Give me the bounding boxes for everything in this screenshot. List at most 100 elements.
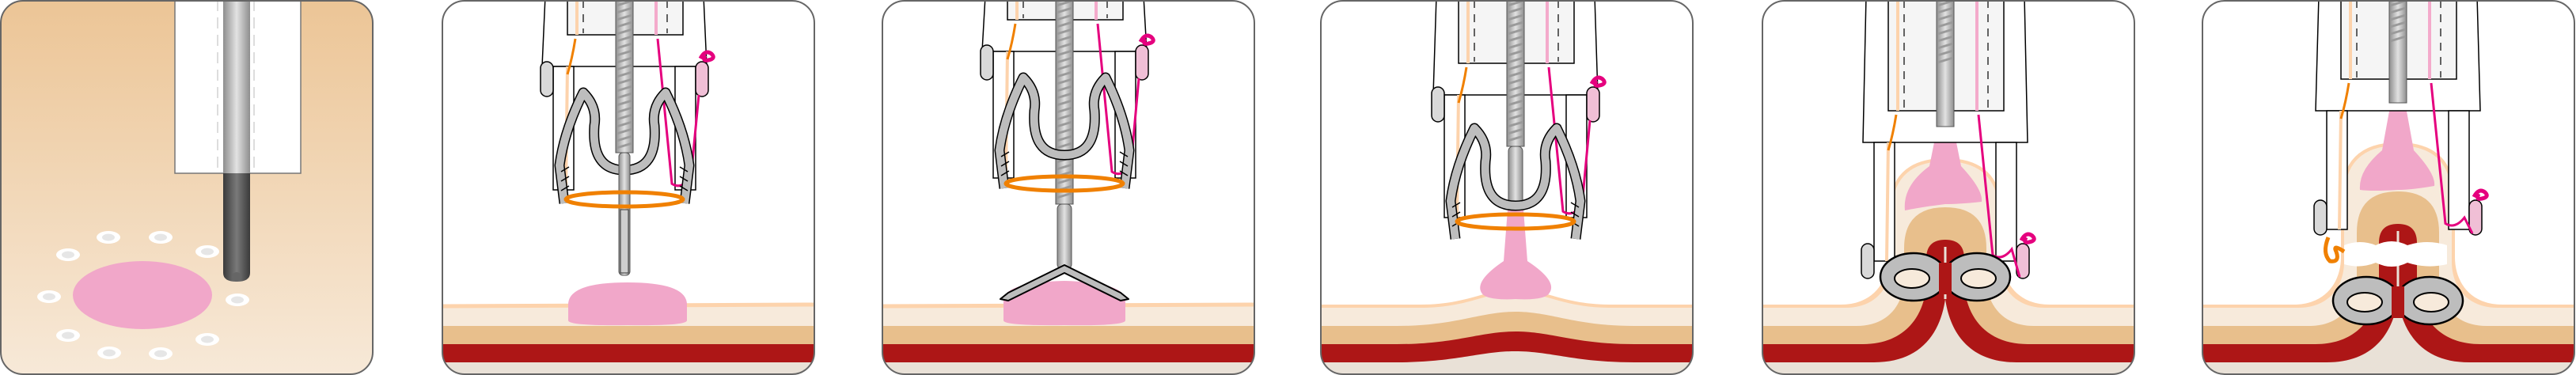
- thread-stripe: [616, 113, 633, 121]
- thread-stripe: [616, 42, 633, 50]
- thread-stripe: [1056, 85, 1073, 93]
- clip-arms: [1447, 124, 1584, 240]
- thread-stripe: [1507, 56, 1524, 64]
- clip-tooth: [1570, 202, 1580, 208]
- closed-clip-hole: [1960, 268, 1997, 289]
- thread-stripe: [2389, 13, 2407, 21]
- knob-right: [2468, 199, 2483, 236]
- marking-dot-center: [154, 233, 167, 241]
- marking-dot-center: [231, 296, 244, 304]
- clip-tooth: [1000, 151, 1010, 157]
- thread-stripe: [1056, 142, 1073, 150]
- clip-tooth: [1451, 211, 1461, 218]
- thread-stripe: [616, 28, 633, 36]
- clip-tooth: [1000, 161, 1010, 167]
- clip-tooth: [1451, 202, 1461, 208]
- thread-stripe: [1507, 85, 1524, 93]
- thread-stripe: [1507, 99, 1524, 107]
- thread-stripe: [1056, 21, 1073, 28]
- thread-stripe: [2389, 28, 2407, 36]
- thread-stripe: [1507, 106, 1524, 114]
- thread-stripe: [1507, 78, 1524, 85]
- thread-stripe: [1056, 63, 1073, 71]
- thread-stripe: [1507, 42, 1524, 50]
- thread-stripe: [1507, 35, 1524, 43]
- snare-wire: [2339, 82, 2350, 119]
- snare-wire: [1457, 66, 1468, 104]
- thread-stripe: [2389, 21, 2407, 28]
- thread-stripe: [616, 92, 633, 100]
- thread-stripe: [1056, 92, 1073, 100]
- snare-wire: [566, 38, 577, 75]
- needle-tip: [232, 272, 241, 282]
- knob-right: [1586, 86, 1600, 123]
- lesion: [568, 282, 687, 326]
- clipped-tissue: [2392, 286, 2404, 318]
- knob-left: [1861, 243, 1875, 279]
- snare-guide: [2338, 110, 2343, 230]
- grasper-rod: [1508, 146, 1523, 210]
- clip-tooth: [679, 176, 689, 182]
- lesion-top-view: [73, 261, 212, 329]
- snare-wire: [1887, 114, 1898, 151]
- thread-stripe: [1937, 28, 1954, 36]
- submucosa-layer: [442, 326, 814, 344]
- marking-dot-center: [43, 293, 55, 301]
- thread-stripe: [1937, 49, 1954, 57]
- marking-needle: [223, 173, 250, 282]
- closed-clip-hole: [2346, 292, 2383, 312]
- marking-dot-center: [201, 335, 214, 343]
- thread-stripe: [1056, 127, 1073, 135]
- thread-stripe: [616, 49, 633, 57]
- thread-stripe: [1056, 78, 1073, 85]
- panel-border: [1320, 0, 1694, 375]
- panel-content: [442, 1, 814, 374]
- cap-leg-left: [2326, 110, 2348, 230]
- thread-stripe: [616, 35, 633, 43]
- clip-tooth: [560, 185, 570, 191]
- thread-stripe: [616, 70, 633, 78]
- thread-stripe: [1937, 6, 1954, 14]
- thread-stripe: [1507, 92, 1524, 100]
- thread-stripe: [1056, 106, 1073, 114]
- clipped-tissue: [1939, 263, 1952, 294]
- thread-stripe: [616, 127, 633, 135]
- panel-1: [0, 0, 374, 375]
- clip-tooth: [1570, 211, 1580, 218]
- serosa-layer: [1321, 351, 1693, 374]
- thread-stripe: [1507, 28, 1524, 36]
- thread-stripe: [1507, 63, 1524, 71]
- muscle-layer: [882, 344, 1254, 362]
- thread-stripe: [1056, 120, 1073, 128]
- pulled-lesion: [1480, 210, 1552, 300]
- closed-grasper-jaws: [620, 209, 629, 274]
- thread-stripe: [1056, 134, 1073, 142]
- muscle-layer: [442, 344, 814, 362]
- marking-dot-center: [102, 233, 115, 241]
- panel-border: [0, 0, 374, 375]
- cap-leg-right: [2448, 110, 2470, 230]
- panel-border: [442, 0, 815, 375]
- panel-content: [2202, 1, 2574, 374]
- thread-stripe: [616, 142, 633, 150]
- panel-border: [1762, 0, 2135, 375]
- thread-stripe: [1056, 113, 1073, 121]
- resection-gap: [2344, 241, 2447, 267]
- thread-stripe: [1056, 42, 1073, 50]
- thread-stripe: [616, 56, 633, 64]
- panel-content: [882, 1, 1254, 374]
- clip-tooth: [1119, 170, 1129, 176]
- snare-loop: [1003, 174, 1125, 193]
- thread-knot: [2472, 188, 2489, 201]
- thread-stripe: [1507, 120, 1524, 128]
- closed-clip-hole: [2413, 292, 2449, 312]
- clip-tooth: [560, 176, 570, 182]
- snare-loop: [563, 190, 685, 209]
- clip-tooth: [560, 166, 570, 172]
- cap-leg-right: [1995, 142, 2017, 262]
- thread-stripe: [1937, 42, 1954, 50]
- clip-tooth: [1000, 170, 1010, 176]
- serosa-layer: [442, 362, 814, 374]
